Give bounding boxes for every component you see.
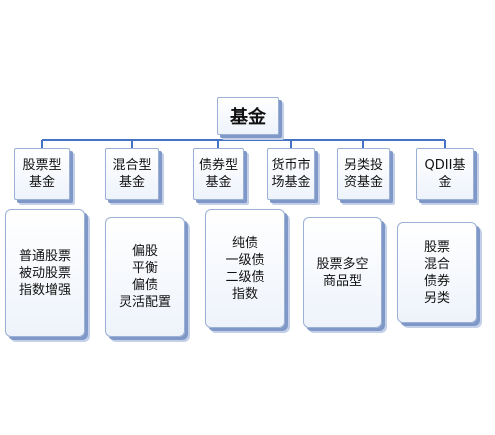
- detail-list: 股票多空 商品型: [316, 256, 369, 289]
- detail-node-alternative: 股票多空 商品型: [303, 217, 382, 328]
- category-node-bond: 债券型 基金: [193, 148, 244, 200]
- category-node-money-market: 货币市 场基金: [267, 148, 315, 200]
- category-label: 债券型 基金: [198, 158, 238, 190]
- detail-node-mixed: 偏股 平衡 偏债 灵活配置: [105, 217, 185, 337]
- category-label: QDII基 金: [424, 158, 466, 190]
- detail-node-bond: 纯债 一级债 二级债 指数: [205, 209, 285, 328]
- root-label: 基金: [230, 107, 266, 128]
- detail-list: 偏股 平衡 偏债 灵活配置: [118, 244, 171, 310]
- detail-list: 纯债 一级债 二级债 指数: [225, 235, 265, 302]
- category-node-mixed: 混合型 基金: [105, 148, 159, 200]
- category-node-qdii: QDII基 金: [416, 148, 474, 200]
- category-label: 股票型 基金: [22, 158, 62, 190]
- category-node-stock: 股票型 基金: [14, 148, 70, 200]
- detail-list: 普通股票 被动股票 指数增强: [18, 248, 71, 298]
- detail-node-qdii: 股票 混合 债券 另类: [397, 222, 477, 323]
- category-label: 混合型 基金: [112, 158, 152, 190]
- category-label: 货币市 场基金: [271, 158, 311, 190]
- detail-node-stock: 普通股票 被动股票 指数增强: [5, 209, 85, 337]
- category-label: 另类投 资基金: [343, 158, 383, 190]
- root-node: 基金: [217, 97, 279, 135]
- category-node-alternative: 另类投 资基金: [337, 148, 390, 200]
- detail-list: 股票 混合 债券 另类: [423, 239, 450, 306]
